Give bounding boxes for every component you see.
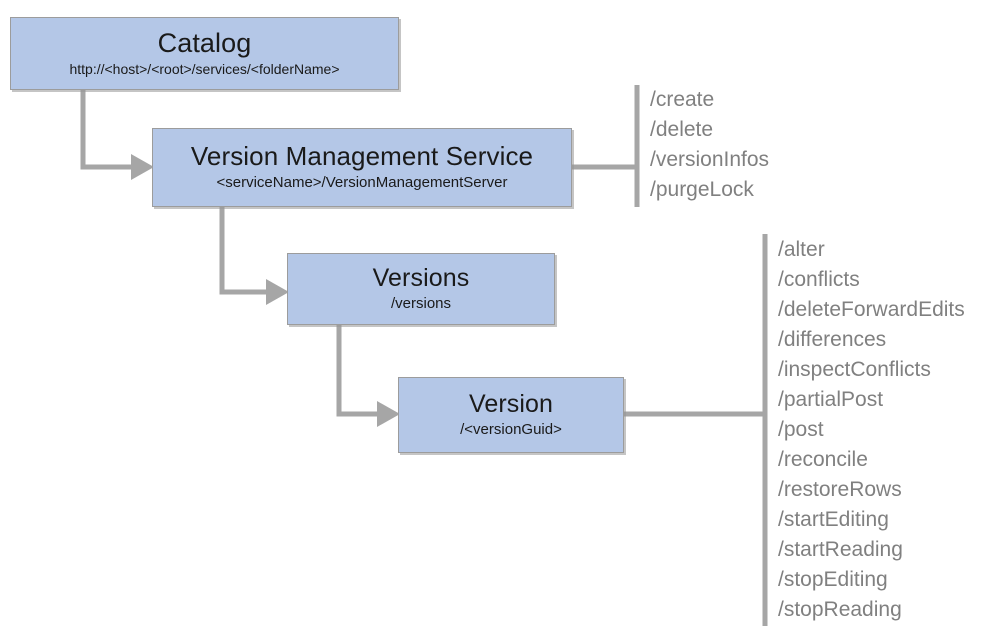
node-versions[interactable]: Versions /versions xyxy=(287,253,555,325)
node-catalog-subtitle: http://<host>/<root>/services/<folderNam… xyxy=(69,61,340,78)
operation-item[interactable]: /partialPost xyxy=(778,388,884,411)
node-version-subtitle: /<versionGuid> xyxy=(460,421,562,439)
operation-item[interactable]: /create xyxy=(650,88,715,111)
operation-item[interactable]: /versionInfos xyxy=(650,148,770,171)
operation-item[interactable]: /differences xyxy=(778,328,887,351)
node-catalog[interactable]: Catalog http://<host>/<root>/services/<f… xyxy=(10,17,399,90)
version-operations-list: /alter/conflicts/deleteForwardEdits/diff… xyxy=(778,235,965,625)
operation-item[interactable]: /post xyxy=(778,418,824,441)
operation-item[interactable]: /conflicts xyxy=(778,268,860,291)
operation-item[interactable]: /reconcile xyxy=(778,448,868,471)
connector-version-to-operations xyxy=(624,234,768,626)
connector-service-to-operations xyxy=(572,85,640,207)
node-version-title: Version xyxy=(468,390,554,419)
operation-item[interactable]: /alter xyxy=(778,238,825,261)
operation-item[interactable]: /startEditing xyxy=(778,508,889,531)
operation-item[interactable]: /stopReading xyxy=(778,598,902,621)
node-version-management-service[interactable]: Version Management Service <serviceName>… xyxy=(152,128,572,207)
operation-item[interactable]: /restoreRows xyxy=(778,478,902,501)
node-catalog-title: Catalog xyxy=(157,28,252,59)
node-version-management-service-title: Version Management Service xyxy=(190,141,534,172)
connector-versions-to-version xyxy=(336,325,400,427)
connector-service-to-versions xyxy=(219,207,289,305)
service-operations-group: /create/delete/versionInfos/purgeLock xyxy=(650,85,769,205)
connector-catalog-to-service xyxy=(80,90,154,180)
operation-item[interactable]: /startReading xyxy=(778,538,903,561)
operation-item[interactable]: /purgeLock xyxy=(650,178,754,201)
operation-item[interactable]: /inspectConflicts xyxy=(778,358,931,381)
version-operations-group: /alter/conflicts/deleteForwardEdits/diff… xyxy=(778,235,965,625)
service-operations-list: /create/delete/versionInfos/purgeLock xyxy=(650,85,769,205)
operation-item[interactable]: /stopEditing xyxy=(778,568,888,591)
node-version[interactable]: Version /<versionGuid> xyxy=(398,377,624,453)
operation-item[interactable]: /deleteForwardEdits xyxy=(778,298,965,321)
node-versions-title: Versions xyxy=(372,264,470,293)
node-versions-subtitle: /versions xyxy=(390,295,452,313)
node-version-management-service-subtitle: <serviceName>/VersionManagementServer xyxy=(216,174,508,192)
operation-item[interactable]: /delete xyxy=(650,118,714,141)
